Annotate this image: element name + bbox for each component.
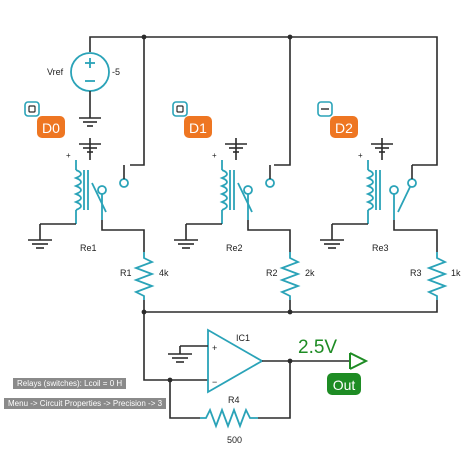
vref-value: -5 xyxy=(112,67,120,77)
out-badge: Out xyxy=(327,373,361,395)
resistor-r4[interactable] xyxy=(167,361,291,429)
badge-d0-text: D0 xyxy=(42,120,60,136)
relay1-plus: + xyxy=(66,151,71,160)
r1-value: 4k xyxy=(159,268,169,278)
resistor-r1[interactable] xyxy=(133,252,155,300)
relay-re3[interactable] xyxy=(320,138,438,252)
r2-value: 2k xyxy=(305,268,315,278)
relay2-plus: + xyxy=(212,151,217,160)
note-relays: Relays (switches): Lcoil = 0 H xyxy=(13,378,127,389)
vref-label: Vref xyxy=(47,67,64,77)
top-bus xyxy=(89,34,438,166)
resistor-r2[interactable] xyxy=(279,252,301,300)
summing-bus xyxy=(141,300,438,381)
r3-label: R3 xyxy=(410,268,422,278)
resistor-r3[interactable] xyxy=(426,252,448,300)
opamp-minus: − xyxy=(212,377,217,387)
r4-label: R4 xyxy=(228,395,240,405)
badge-d2: D2 xyxy=(330,116,358,138)
badge-d0: D0 xyxy=(37,116,65,138)
output-wire xyxy=(262,358,350,364)
output-voltage: 2.5V xyxy=(298,337,337,358)
badge-d1-text: D1 xyxy=(189,120,207,136)
logic-input-d1[interactable] xyxy=(172,101,188,117)
badge-d1: D1 xyxy=(184,116,212,138)
voltage-source-vref[interactable] xyxy=(70,52,110,127)
r2-label: R2 xyxy=(266,268,278,278)
badge-d2-text: D2 xyxy=(335,120,353,136)
opamp-label: IC1 xyxy=(236,333,250,343)
logic-input-d2[interactable] xyxy=(317,101,333,117)
note-precision: Menu -> Circuit Properties -> Precision … xyxy=(4,398,167,409)
relay3-label: Re3 xyxy=(372,243,389,253)
relay3-plus: + xyxy=(358,151,363,160)
relay2-label: Re2 xyxy=(226,243,243,253)
out-badge-text: Out xyxy=(333,377,356,393)
r1-label: R1 xyxy=(120,268,132,278)
r4-value: 500 xyxy=(227,435,242,445)
relay1-label: Re1 xyxy=(80,243,97,253)
logic-input-d0[interactable] xyxy=(24,101,40,117)
opamp-plus: + xyxy=(212,343,217,353)
relay-re1[interactable] xyxy=(28,138,145,252)
opamp-ic1[interactable] xyxy=(168,328,264,394)
relay-re2[interactable] xyxy=(174,138,291,252)
output-probe-arrow[interactable] xyxy=(349,352,369,370)
r3-value: 1k xyxy=(451,268,461,278)
